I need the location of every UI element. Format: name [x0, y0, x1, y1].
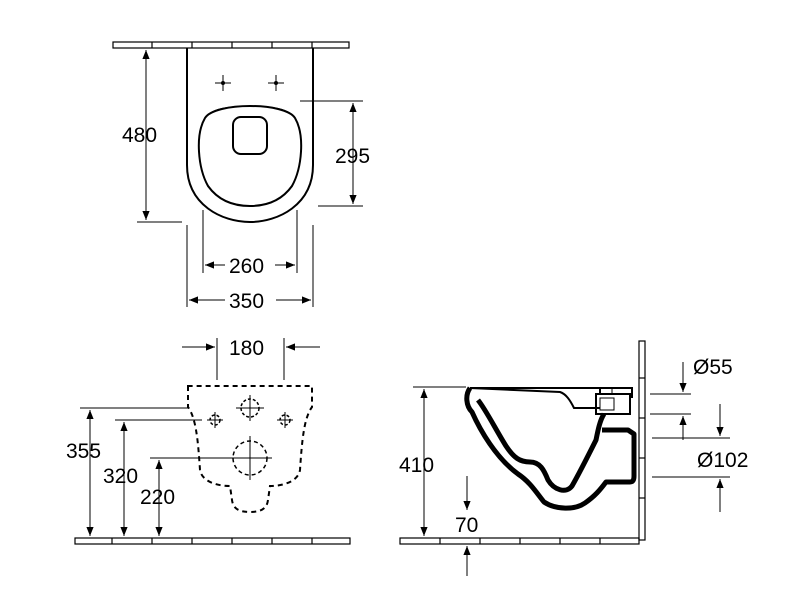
flush-outlet: [232, 116, 268, 155]
fixing-mark-icon: [215, 75, 231, 91]
rear-view-floor: [74, 537, 351, 545]
side-bowl-inner: [476, 398, 607, 493]
dim-outlet-diameter-label: Ø102: [697, 449, 748, 472]
side-inlet-connector: [599, 397, 615, 411]
fixing-hole-icon: [207, 412, 223, 428]
dim-fixing-spacing-label: 180: [229, 337, 264, 360]
outlet-hole-icon: [228, 436, 272, 480]
dim-outlet-offset-label: 70: [455, 514, 478, 537]
dim-fixing-height-label: 320: [103, 465, 138, 488]
bowl-rim-inner: [211, 105, 289, 113]
side-view: 410 Ø55 Ø102 70: [399, 340, 748, 576]
dim-inlet-diameter-label: Ø55: [693, 356, 733, 379]
dim-inner-width-label: 260: [229, 255, 264, 278]
rear-silhouette: [187, 385, 313, 514]
dim-depth-label: 480: [122, 124, 157, 147]
side-view-wall: [638, 340, 646, 541]
inlet-hole-icon: [236, 395, 264, 421]
top-view: 480 295 260 350: [112, 41, 370, 313]
dim-seat-label: 295: [335, 145, 370, 168]
fixing-hole-icon: [277, 412, 293, 428]
fixing-mark-icon: [268, 75, 284, 91]
dim-outlet-height-label: 220: [140, 486, 175, 509]
bowl-opening: [197, 105, 303, 208]
side-inlet: [595, 393, 631, 415]
dim-outer-width-label: 350: [229, 290, 264, 313]
bowl-outline: [186, 48, 314, 224]
dim-top-height-label: 355: [66, 440, 101, 463]
side-bowl-outer: [464, 386, 637, 511]
top-view-wall: [112, 41, 350, 49]
dim-height-label: 410: [399, 454, 434, 477]
side-view-floor: [399, 537, 640, 545]
side-rim-top: [470, 387, 633, 398]
side-seat: [469, 387, 600, 409]
rear-view: 180 355 320 220: [66, 337, 351, 545]
